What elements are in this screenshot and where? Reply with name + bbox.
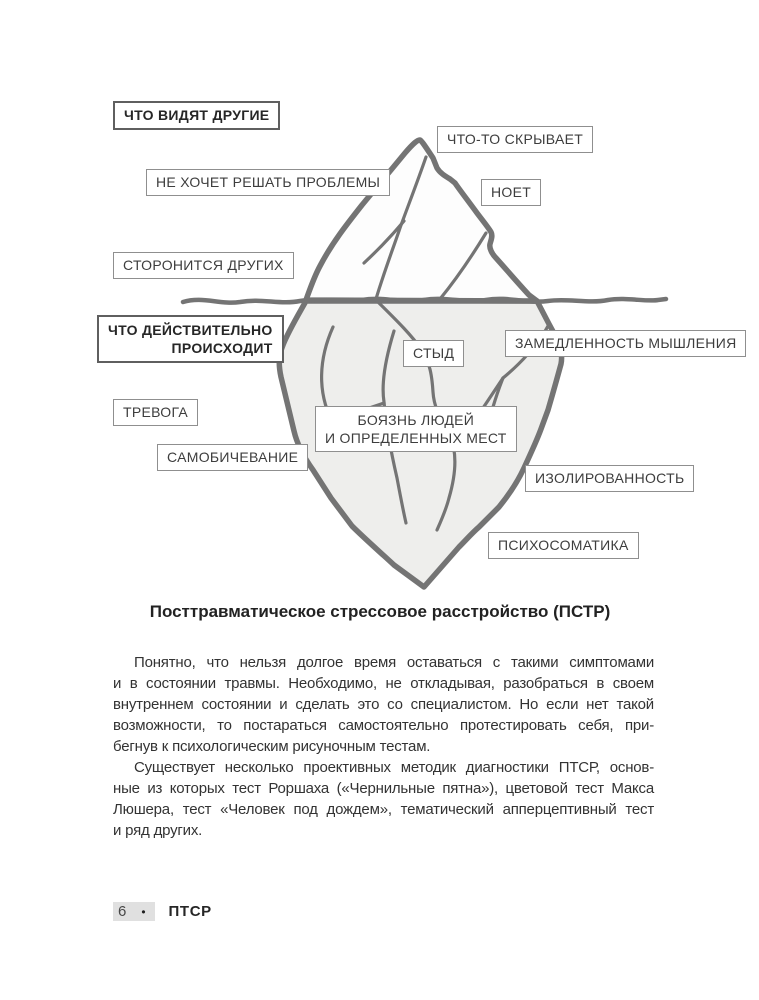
label-avoids-others: СТОРОНИТСЯ ДРУГИХ (113, 252, 294, 279)
body-line: ные из которых тест Роршаха («Чернильные… (113, 780, 654, 797)
label-anxiety: ТРЕВОГА (113, 399, 199, 426)
label-shame: СТЫД (403, 340, 465, 367)
label-what-really-happens-line1: ЧТО ДЕЙСТВИТЕЛЬНО (108, 322, 273, 338)
body-line: внутреннем состоянии и сделать это со сп… (113, 696, 654, 713)
label-fear-of-people-line1: БОЯЗНЬ ЛЮДЕЙ (357, 412, 475, 428)
label-fear-of-people: БОЯЗНЬ ЛЮДЕЙ И ОПРЕДЕЛЕННЫХ МЕСТ (315, 406, 517, 453)
label-what-really-happens-line2: ПРОИСХОДИТ (171, 340, 273, 357)
label-self-flagellation: САМОБИЧЕВАНИЕ (157, 444, 309, 471)
page-footer: 6 • ПТСР (113, 902, 212, 921)
label-whines: НОЕТ (481, 179, 542, 206)
body-line: возможности, то постараться самостоятель… (113, 717, 654, 734)
chapter-title: ПТСР (168, 903, 212, 920)
body-line: Понятно, что нельзя долгое время остават… (134, 654, 654, 671)
waterline (180, 296, 669, 305)
body-line: Люшера, тест «Человек под дождем», темат… (113, 801, 654, 818)
label-hides-something: ЧТО-ТО СКРЫВАЕТ (437, 126, 594, 153)
page-number: 6 (118, 903, 127, 920)
body-line: бегнув к психологическим рисуночным тест… (113, 738, 431, 755)
diagram-caption: Посттравматическое стрессовое расстройст… (149, 602, 611, 621)
bullet-icon: • (141, 904, 146, 919)
body-line: Существует несколько проективных методик… (134, 759, 654, 776)
page-number-chip: 6 • (113, 902, 155, 921)
iceberg-above-water (303, 137, 540, 304)
label-what-others-see: ЧТО ВИДЯТ ДРУГИЕ (113, 101, 281, 130)
body-line: и ряд других. (113, 822, 203, 839)
label-wont-solve-problems: НЕ ХОЧЕТ РЕШАТЬ ПРОБЛЕМЫ (146, 169, 391, 196)
label-psychosomatics: ПСИХОСОМАТИКА (488, 532, 639, 559)
label-what-really-happens: ЧТО ДЕЙСТВИТЕЛЬНО ПРОИСХОДИТ (97, 315, 284, 364)
body-line: и в состоянии травмы. Необходимо, не отк… (113, 675, 654, 692)
label-slowed-thinking: ЗАМЕДЛЕННОСТЬ МЫШЛЕНИЯ (505, 330, 747, 357)
label-isolation: ИЗОЛИРОВАННОСТЬ (525, 465, 695, 492)
body-text: Понятно, что нельзя долгое время остават… (113, 652, 654, 841)
label-fear-of-people-line2: И ОПРЕДЕЛЕННЫХ МЕСТ (325, 430, 507, 447)
